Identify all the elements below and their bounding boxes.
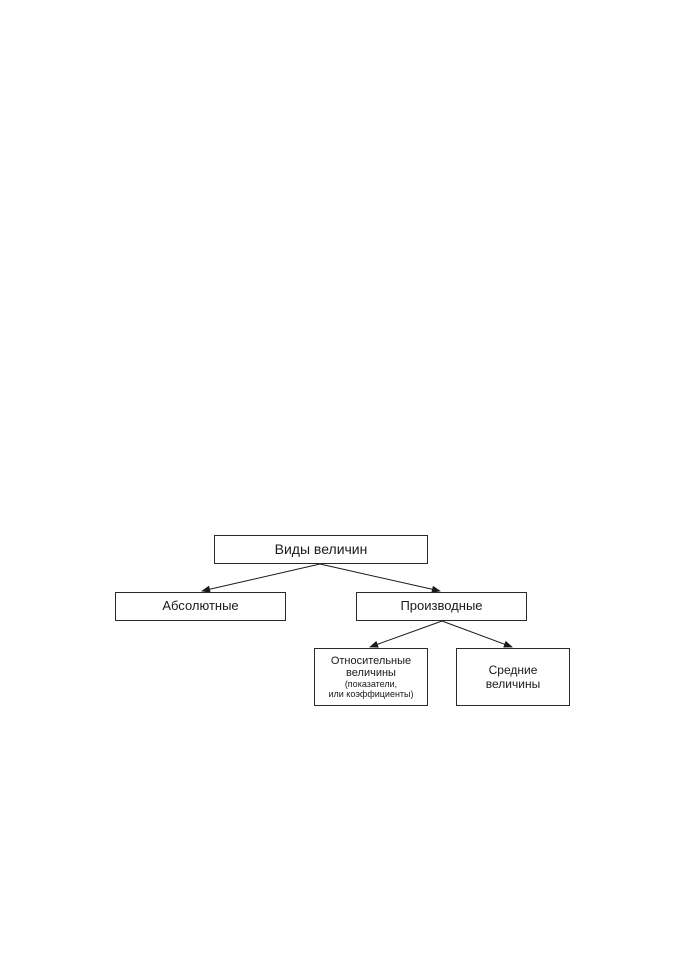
arrow-root-to-absolute <box>201 563 321 593</box>
node-absolute: Абсолютные <box>115 592 286 621</box>
node-note-line1: (показатели, <box>344 678 398 689</box>
node-relative-values: Относительные величины (показатели, или … <box>314 648 428 706</box>
node-note-line2: или коэффициенты) <box>328 689 414 700</box>
node-label-line2: величины <box>485 677 541 691</box>
node-label-line1: Относительные <box>330 654 412 667</box>
arrow-derived-to-average <box>441 620 513 648</box>
node-label: Виды величин <box>274 541 368 558</box>
node-label-line2: величины <box>346 666 396 679</box>
arrow-root-to-derived <box>319 563 441 593</box>
node-label: Производные <box>400 598 483 614</box>
node-average-values: Средние величины <box>456 648 570 706</box>
node-types-of-values: Виды величин <box>214 535 428 564</box>
node-label: Абсолютные <box>162 598 239 614</box>
node-label-line1: Средние <box>488 662 538 677</box>
node-derived: Производные <box>356 592 527 621</box>
arrow-derived-to-relative <box>369 620 443 648</box>
